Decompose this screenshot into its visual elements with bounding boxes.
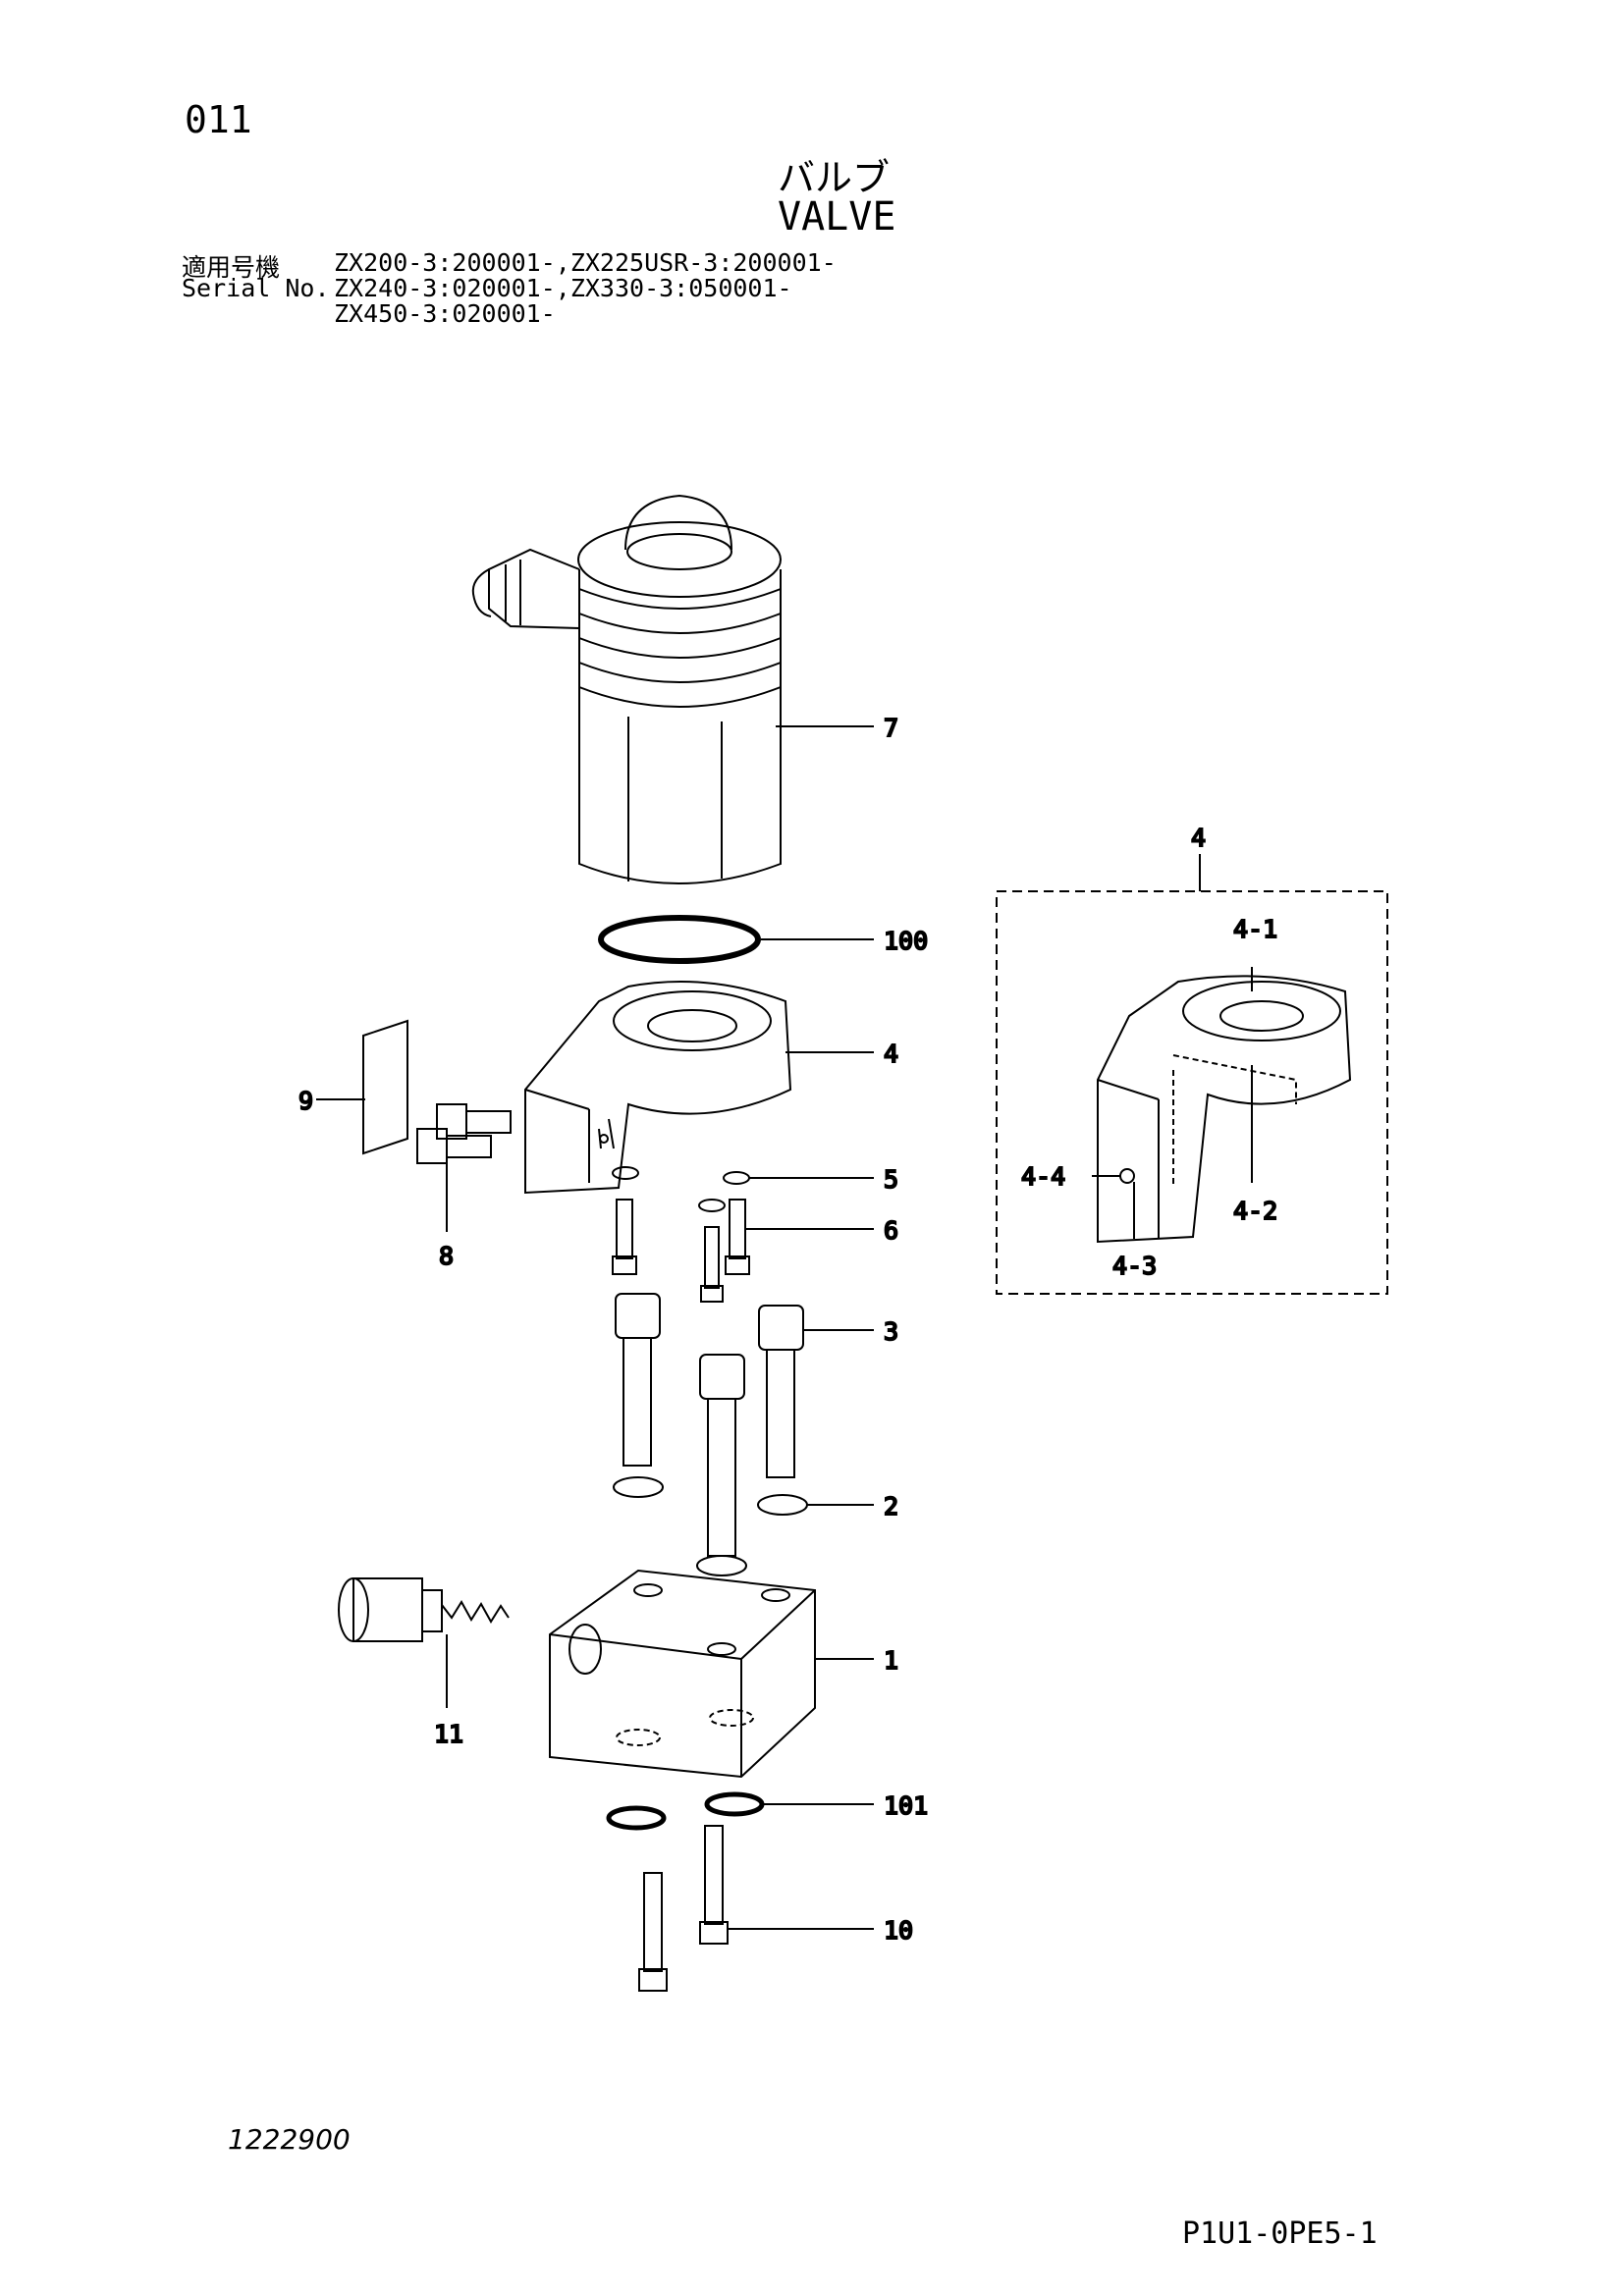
callout-4-4: 4-4: [1021, 1162, 1065, 1191]
part-9-plate: [362, 1019, 408, 1155]
part-2-washers: [613, 1476, 808, 1576]
callout-1: 1: [884, 1646, 898, 1675]
serial-models-line-2: ZX240-3:020001-,ZX330-3:050001-: [334, 274, 792, 302]
callout-5: 5: [884, 1165, 898, 1194]
callout-2: 2: [884, 1492, 898, 1521]
part-5-washers: [612, 1166, 750, 1212]
serial-label-japanese: 適用号機: [182, 253, 281, 282]
part-100-o-ring: [598, 915, 761, 964]
callout-7: 7: [884, 714, 898, 742]
part-101-o-rings: [606, 1791, 765, 1831]
callout-100: 100: [884, 927, 928, 955]
serial-label-english: Serial No.: [182, 274, 330, 302]
callout-6: 6: [884, 1216, 898, 1245]
serial-models-line-3: ZX450-3:020001-: [334, 299, 556, 328]
part-11-cartridge: [338, 1577, 510, 1642]
callout-11: 11: [434, 1720, 463, 1748]
page-number: 011: [185, 98, 252, 141]
part-8-plugs: [416, 1103, 512, 1164]
callout-4-2: 4-2: [1233, 1197, 1277, 1225]
drawing-number: 1222900: [228, 2123, 351, 2156]
part-7-solenoid: [471, 494, 782, 884]
title-english: VALVE: [778, 194, 896, 240]
part-10-bolts: [638, 1825, 729, 1992]
serial-models-line-1: ZX200-3:200001-,ZX225USR-3:200001-: [334, 248, 837, 277]
detail-box-4: [996, 854, 1388, 1295]
callout-3: 3: [884, 1317, 898, 1346]
part-4-body: [524, 981, 792, 1195]
callout-8: 8: [439, 1242, 454, 1270]
callout-9: 9: [298, 1087, 313, 1115]
catalog-code: P1U1-0PE5-1: [1182, 2216, 1378, 2251]
callout-detail-4: 4: [1191, 824, 1206, 852]
callout-4: 4: [884, 1040, 898, 1068]
part-1-block: [549, 1569, 816, 1779]
callout-4-1: 4-1: [1233, 915, 1277, 943]
part-3-bolts: [615, 1293, 804, 1557]
callout-10: 10: [884, 1916, 913, 1945]
callout-4-3: 4-3: [1112, 1252, 1157, 1280]
callout-101: 101: [884, 1791, 928, 1820]
part-6-small-screws: [612, 1199, 750, 1303]
title-japanese: バルブ: [778, 156, 891, 199]
